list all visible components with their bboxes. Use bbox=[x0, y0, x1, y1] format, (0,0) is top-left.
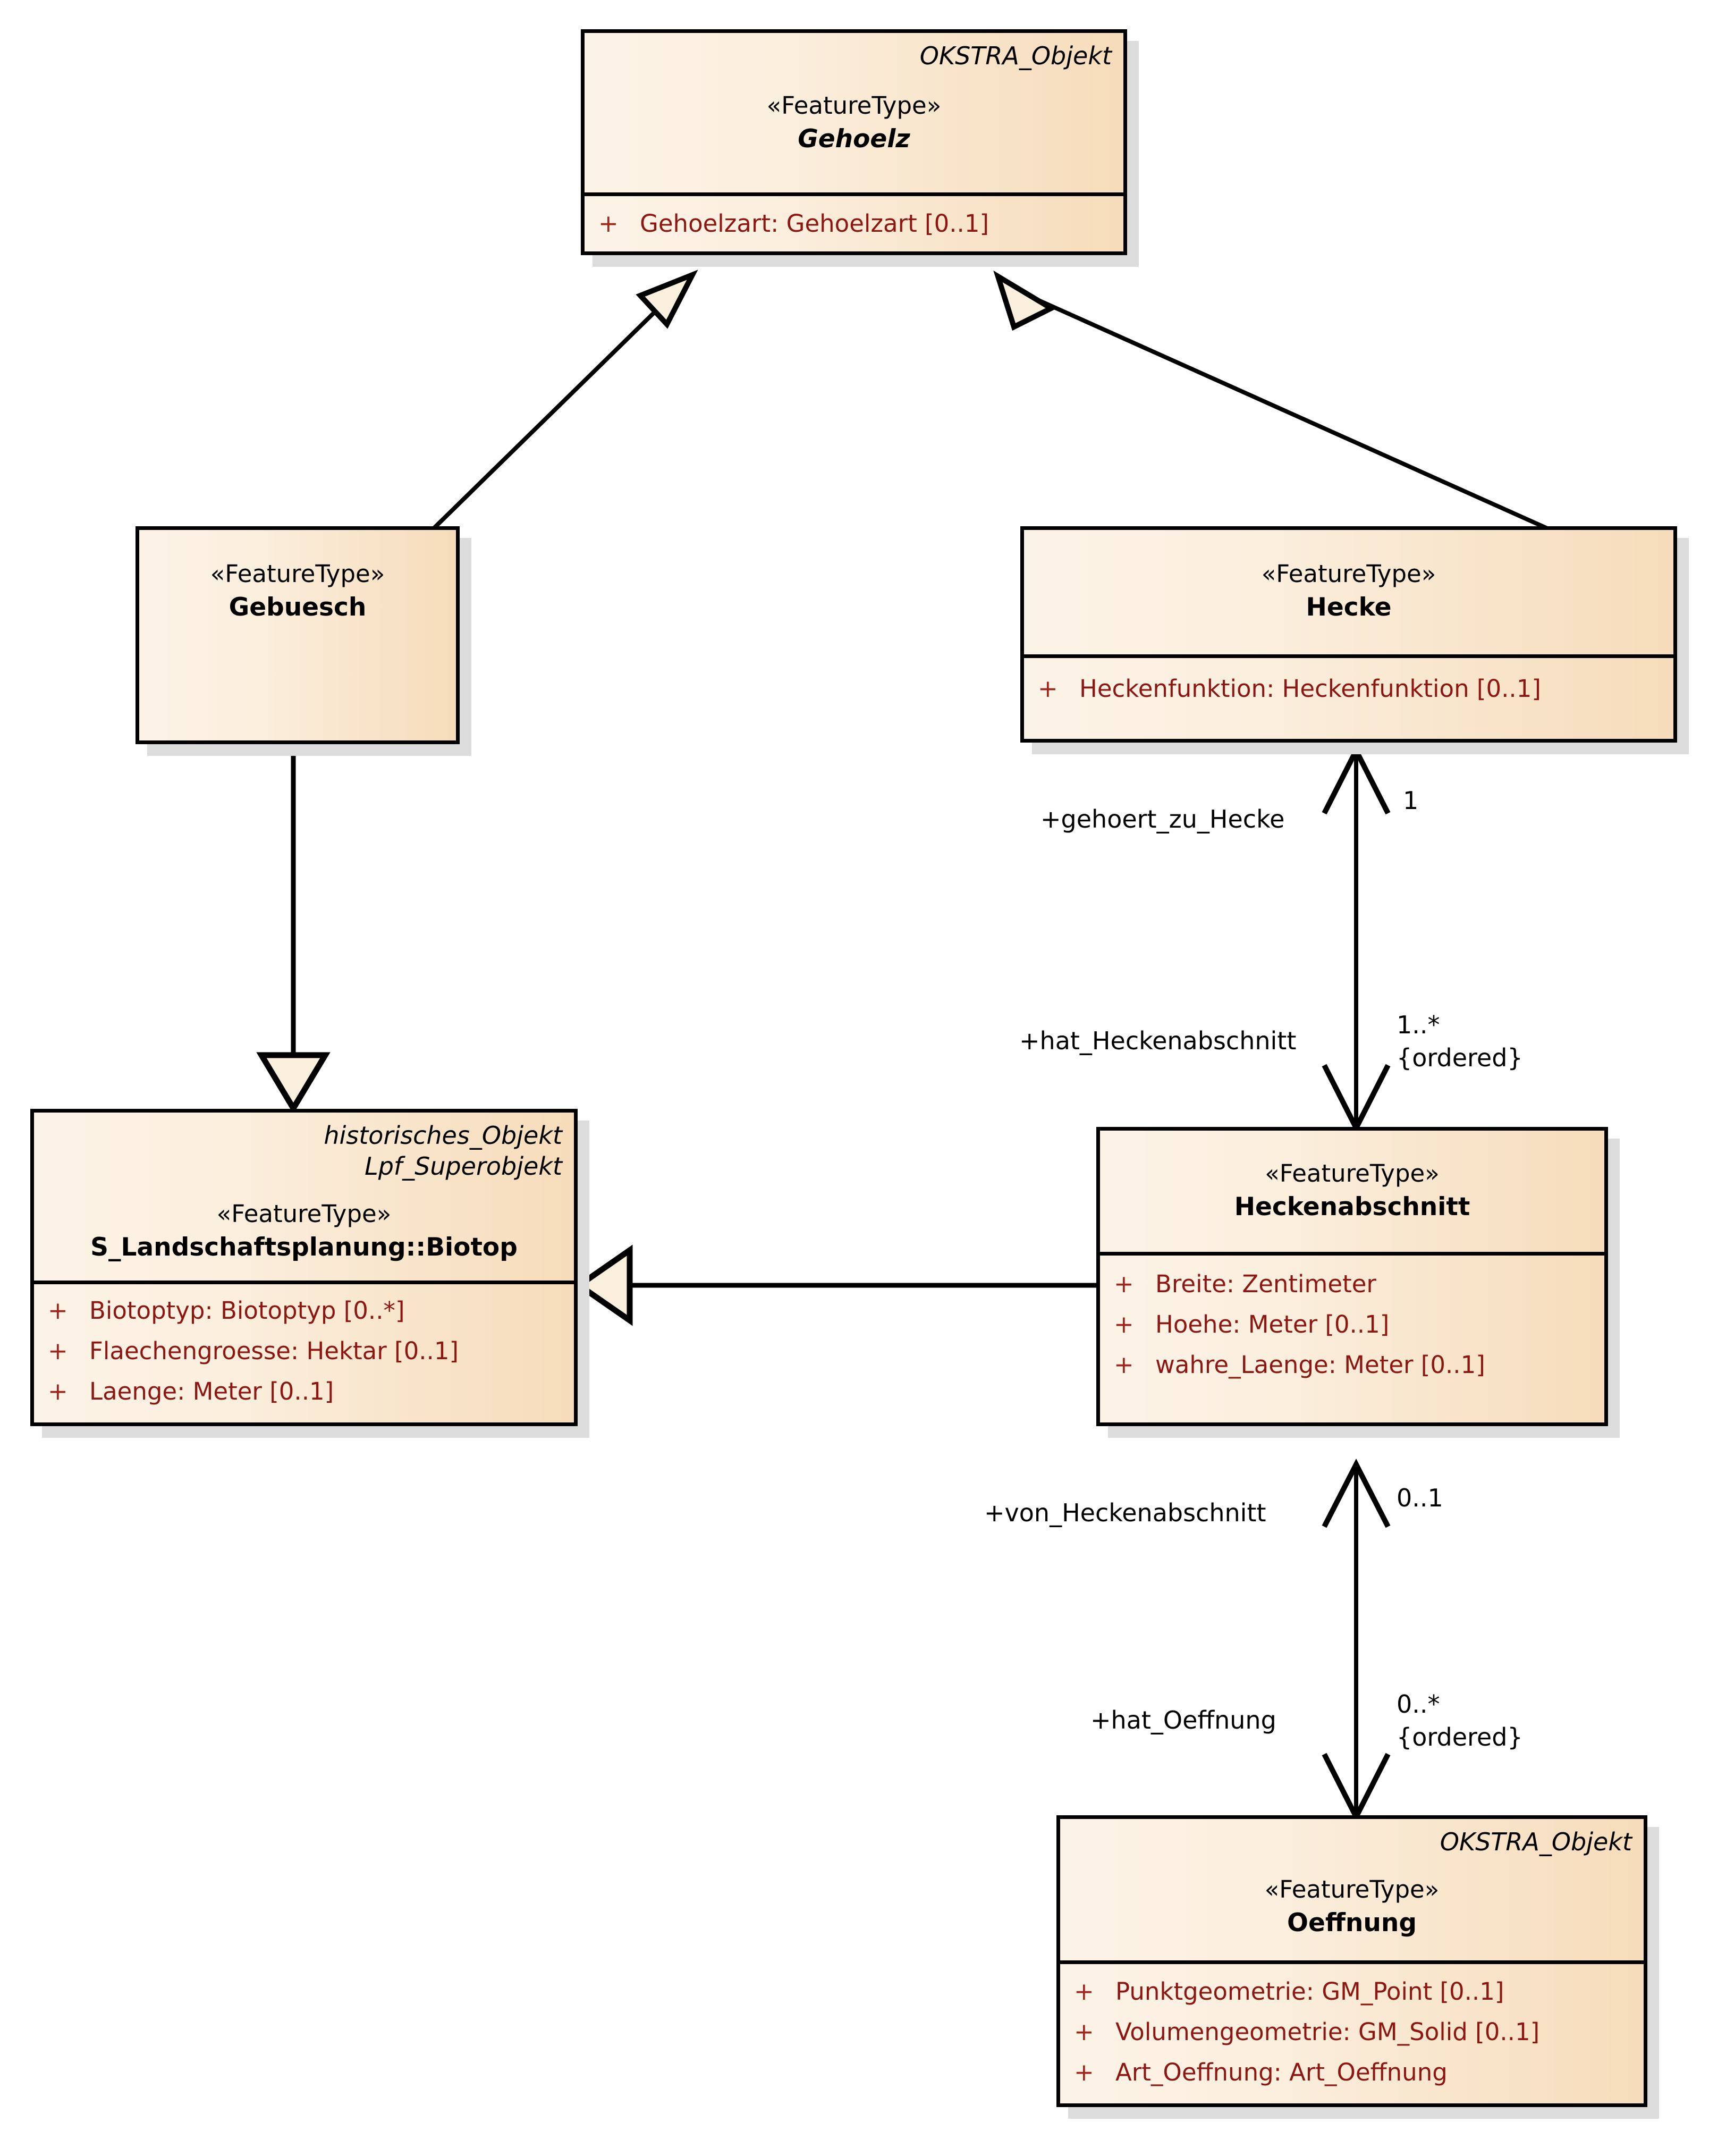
attribute-row: + Hoehe: Meter [0..1] bbox=[1114, 1304, 1593, 1345]
attribute-row: + Punktgeometrie: GM_Point [0..1] bbox=[1074, 1972, 1632, 2012]
base-type-label: historisches_Objekt bbox=[324, 1121, 562, 1150]
attribute-row: + Biotoptyp: Biotoptyp [0..*] bbox=[48, 1291, 562, 1331]
attribute-row: + Heckenfunktion: Heckenfunktion [0..1] bbox=[1038, 669, 1662, 709]
stereotype-label: «FeatureType» bbox=[1265, 1159, 1440, 1188]
attribute-row: + Gehoelzart: Gehoelzart [0..1] bbox=[598, 204, 1112, 244]
attribute-text: Heckenfunktion: Heckenfunktion [0..1] bbox=[1079, 675, 1541, 703]
compartment-divider bbox=[585, 192, 1123, 196]
class-name-label: Hecke bbox=[1306, 593, 1392, 622]
attribute-row: + Art_Oeffnung: Art_Oeffnung bbox=[1074, 2052, 1632, 2093]
attribute-row: + Laenge: Meter [0..1] bbox=[48, 1371, 562, 1412]
class-box-biotop[interactable]: historisches_Objekt Lpf_Superobjekt «Fea… bbox=[30, 1109, 578, 1426]
generalization-gebuesch-to-gehoelz bbox=[429, 270, 698, 533]
association-hecke-heckenabschnitt bbox=[1322, 744, 1391, 1134]
attribute-text: Biotoptyp: Biotoptyp [0..*] bbox=[89, 1296, 405, 1325]
association-role-hat-oeffnung: +hat_Oeffnung bbox=[1090, 1706, 1276, 1734]
association-role-hat-heckenabschnitt: +hat_Heckenabschnitt bbox=[1019, 1026, 1297, 1055]
base-type-label: Lpf_Superobjekt bbox=[365, 1152, 562, 1181]
attribute-visibility: + bbox=[1038, 675, 1058, 703]
attribute-row: + Volumengeometrie: GM_Solid [0..1] bbox=[1074, 2012, 1632, 2052]
stereotype-label: «FeatureType» bbox=[216, 1200, 392, 1228]
attribute-text: Breite: Zentimeter bbox=[1155, 1270, 1376, 1298]
class-name-label: Gebuesch bbox=[229, 593, 367, 622]
generalization-gebuesch-to-biotop bbox=[256, 744, 331, 1114]
class-box-gebuesch[interactable]: «FeatureType» Gebuesch bbox=[136, 526, 460, 744]
class-header-heckenabschnitt: «FeatureType» Heckenabschnitt bbox=[1100, 1131, 1604, 1252]
attribute-row: + Flaechengroesse: Hektar [0..1] bbox=[48, 1331, 562, 1371]
base-type-label: OKSTRA_Objekt bbox=[1440, 1827, 1632, 1856]
class-name-label: Heckenabschnitt bbox=[1234, 1192, 1470, 1222]
stereotype-label: «FeatureType» bbox=[1264, 1875, 1440, 1904]
association-multiplicity-hecke-end: 1 bbox=[1403, 786, 1419, 815]
class-header-gebuesch: «FeatureType» Gebuesch bbox=[139, 530, 456, 633]
attribute-row: + Breite: Zentimeter bbox=[1114, 1264, 1593, 1304]
attribute-visibility: + bbox=[48, 1377, 68, 1405]
attribute-text: Art_Oeffnung: Art_Oeffnung bbox=[1115, 2058, 1448, 2086]
attribute-text: Volumengeometrie: GM_Solid [0..1] bbox=[1115, 2018, 1540, 2046]
association-multiplicity-oeffnung-end: 0..* bbox=[1397, 1690, 1440, 1719]
association-constraint-oeffnung-end: {ordered} bbox=[1397, 1723, 1523, 1751]
class-header-oeffnung: OKSTRA_Objekt «FeatureType» Oeffnung bbox=[1060, 1819, 1644, 1960]
class-box-gehoelz[interactable]: OKSTRA_Objekt «FeatureType» Gehoelz + Ge… bbox=[581, 29, 1127, 255]
attribute-compartment-heckenabschnitt: + Breite: Zentimeter + Hoehe: Meter [0..… bbox=[1100, 1256, 1604, 1422]
class-box-oeffnung[interactable]: OKSTRA_Objekt «FeatureType» Oeffnung + P… bbox=[1056, 1815, 1647, 2107]
association-role-gehoert-zu-hecke: +gehoert_zu_Hecke bbox=[1040, 805, 1285, 833]
attribute-compartment-biotop: + Biotoptyp: Biotoptyp [0..*] + Flaechen… bbox=[34, 1284, 574, 1422]
attribute-text: wahre_Laenge: Meter [0..1] bbox=[1155, 1351, 1485, 1379]
attribute-row: + wahre_Laenge: Meter [0..1] bbox=[1114, 1345, 1593, 1385]
association-heckenabschnitt-oeffnung bbox=[1322, 1459, 1391, 1823]
attribute-visibility: + bbox=[48, 1296, 68, 1325]
compartment-divider bbox=[1024, 654, 1673, 658]
stereotype-label: «FeatureType» bbox=[1261, 560, 1436, 588]
attribute-visibility: + bbox=[598, 209, 619, 238]
compartment-divider bbox=[34, 1281, 574, 1284]
class-header-hecke: «FeatureType» Hecke bbox=[1024, 530, 1673, 654]
association-multiplicity-von-heckenabschnitt: 0..1 bbox=[1397, 1484, 1443, 1512]
attribute-visibility: + bbox=[1074, 1977, 1094, 2006]
attribute-visibility: + bbox=[1114, 1270, 1134, 1298]
stereotype-label: «FeatureType» bbox=[210, 560, 385, 588]
attribute-visibility: + bbox=[1074, 2018, 1094, 2046]
attribute-text: Flaechengroesse: Hektar [0..1] bbox=[89, 1337, 459, 1365]
class-box-hecke[interactable]: «FeatureType» Hecke + Heckenfunktion: He… bbox=[1020, 526, 1677, 743]
generalization-heckenabschnitt-to-biotop bbox=[574, 1244, 1103, 1326]
attribute-visibility: + bbox=[1114, 1310, 1134, 1338]
attribute-compartment-gehoelz: + Gehoelzart: Gehoelzart [0..1] bbox=[585, 196, 1123, 251]
attribute-text: Hoehe: Meter [0..1] bbox=[1155, 1310, 1390, 1338]
attribute-visibility: + bbox=[1114, 1351, 1134, 1379]
attribute-compartment-oeffnung: + Punktgeometrie: GM_Point [0..1] + Volu… bbox=[1060, 1964, 1644, 2103]
stereotype-label: «FeatureType» bbox=[766, 91, 942, 120]
attribute-text: Punktgeometrie: GM_Point [0..1] bbox=[1115, 1977, 1504, 2006]
association-multiplicity-heckenabschnitt-end: 1..* bbox=[1397, 1010, 1440, 1039]
attribute-text: Laenge: Meter [0..1] bbox=[89, 1377, 334, 1405]
class-box-heckenabschnitt[interactable]: «FeatureType» Heckenabschnitt + Breite: … bbox=[1096, 1127, 1608, 1426]
association-role-von-heckenabschnitt: +von_Heckenabschnitt bbox=[984, 1498, 1266, 1527]
compartment-divider bbox=[1100, 1252, 1604, 1256]
class-header-biotop: historisches_Objekt Lpf_Superobjekt «Fea… bbox=[34, 1113, 574, 1281]
compartment-divider bbox=[1060, 1960, 1644, 1964]
class-name-label: Oeffnung bbox=[1287, 1908, 1417, 1938]
attribute-text: Gehoelzart: Gehoelzart [0..1] bbox=[640, 209, 989, 238]
class-header-gehoelz: OKSTRA_Objekt «FeatureType» Gehoelz bbox=[585, 33, 1123, 192]
association-constraint-heckenabschnitt-end: {ordered} bbox=[1397, 1043, 1523, 1072]
class-name-label: S_Landschaftsplanung::Biotop bbox=[90, 1233, 518, 1262]
attribute-visibility: + bbox=[1074, 2058, 1094, 2086]
base-type-label: OKSTRA_Objekt bbox=[919, 41, 1112, 70]
generalization-hecke-to-gehoelz bbox=[993, 270, 1555, 534]
attribute-compartment-hecke: + Heckenfunktion: Heckenfunktion [0..1] bbox=[1024, 658, 1673, 739]
attribute-visibility: + bbox=[48, 1337, 68, 1365]
class-name-label: Gehoelz bbox=[798, 124, 910, 154]
